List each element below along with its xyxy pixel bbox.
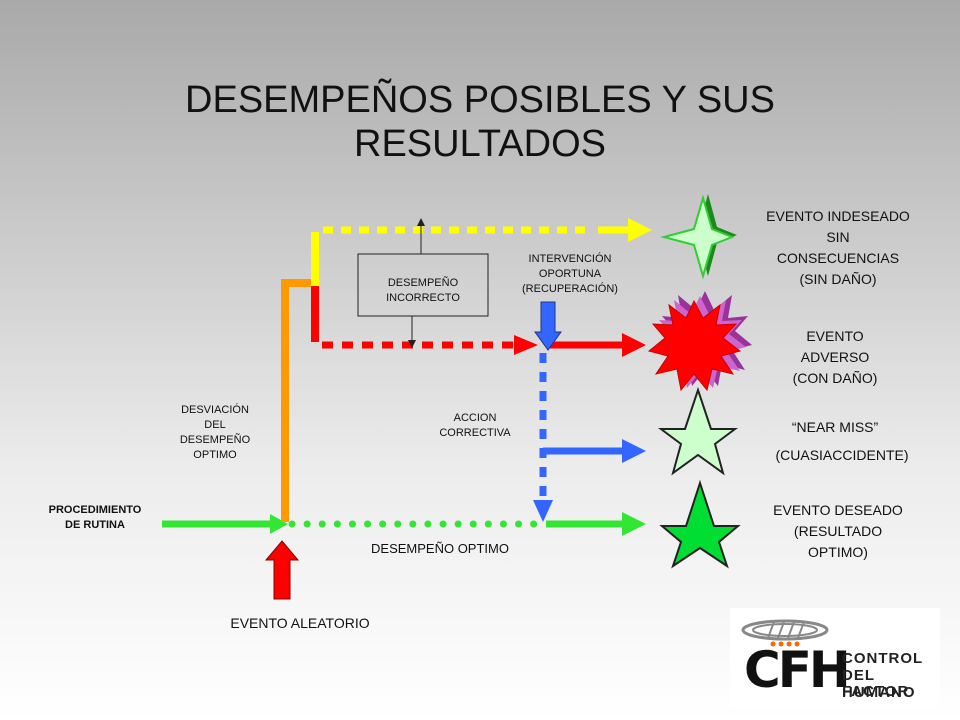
random-event-arrow xyxy=(264,540,300,600)
near-miss-sublabel: (CUASIACCIDENTE) xyxy=(775,447,909,463)
page-title: DESEMPEÑOS POSIBLES Y SUS RESULTADOS xyxy=(185,79,775,165)
logo-word-2: DEL FACTOR xyxy=(842,667,910,700)
incorrect-box xyxy=(357,253,489,317)
optimal-label: DESEMPEÑO OPTIMO xyxy=(371,541,509,556)
intervention-arrow xyxy=(534,301,562,351)
cfh-logo: CFH CONTROL DEL FACTOR HUMANO xyxy=(730,608,940,708)
near-miss-star-icon xyxy=(658,386,738,476)
random-event-label: EVENTO ALEATORIO xyxy=(230,615,370,631)
down-arrowhead xyxy=(408,340,416,348)
optimal-arrowhead xyxy=(622,512,646,536)
near-miss-arrowhead xyxy=(622,439,646,463)
red-arrowhead xyxy=(622,333,646,357)
red-dotted-arrowhead xyxy=(514,335,538,355)
routine-arrowhead xyxy=(270,514,288,534)
sparkle-icon xyxy=(660,194,737,280)
desired-star-icon xyxy=(659,479,741,569)
logo-initials: CFH xyxy=(744,641,851,699)
explosion-icon xyxy=(647,291,752,392)
near-miss-label: “NEAR MISS” xyxy=(791,419,879,435)
up-arrowhead xyxy=(417,218,425,226)
yellow-arrowhead xyxy=(628,218,652,242)
logo-word-3: HUMANO xyxy=(842,684,916,701)
logo-word-1: CONTROL xyxy=(842,650,924,667)
corrective-arrowhead xyxy=(533,500,553,522)
deviation-line xyxy=(281,279,312,522)
desired-outcome-label: EVENTO DESEADO(RESULTADO OPTIMO) xyxy=(773,502,903,560)
